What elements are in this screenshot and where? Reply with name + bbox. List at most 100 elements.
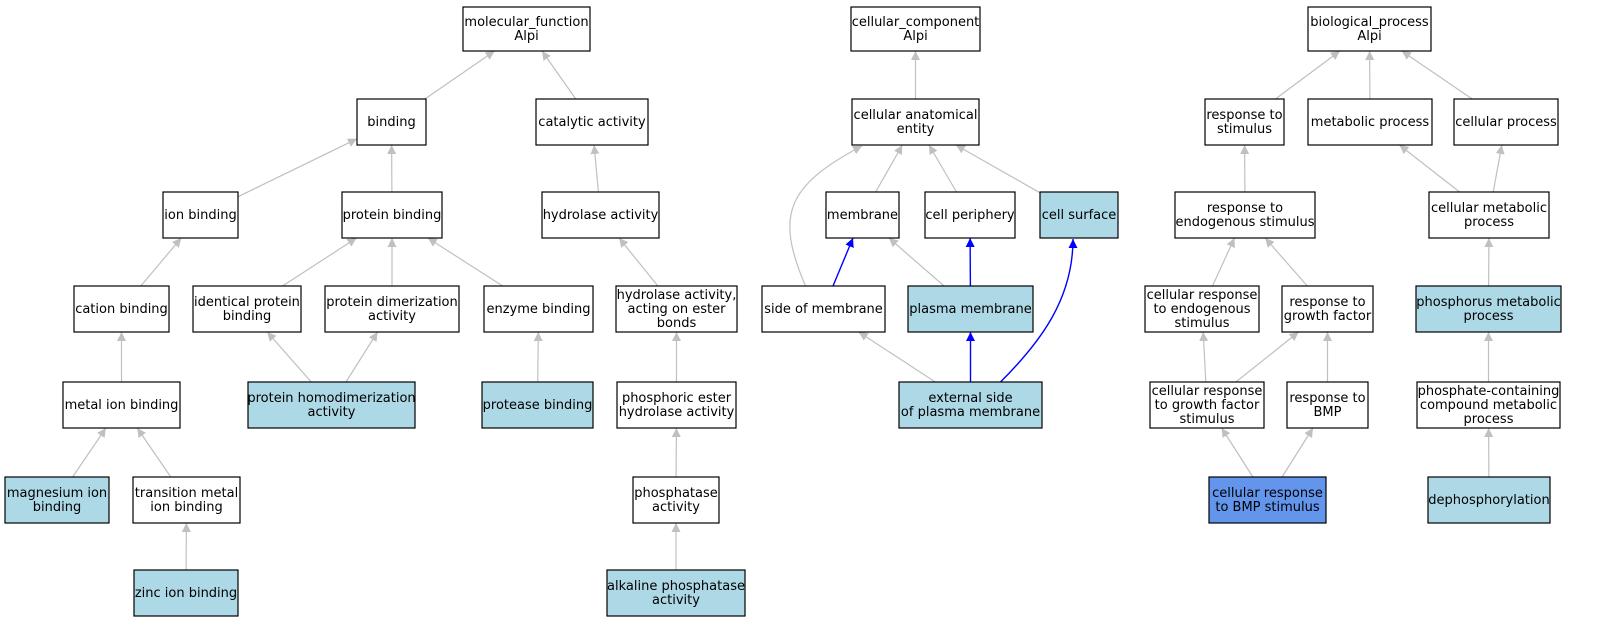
node-label-line: Alpi [903,29,927,44]
node-box [247,381,416,429]
node-protein-binding[interactable]: protein binding [341,191,443,239]
node-label-line: identical protein [194,295,300,310]
node-label-line: entity [897,122,935,137]
edge-identprot-to-protbind [282,237,357,287]
node-ion-binding[interactable]: ion binding [162,191,239,239]
node-label-line: plasma membrane [909,302,1032,317]
node-box [4,476,110,524]
edge-cellmetab-to-cellproc [1492,144,1505,193]
node-protease-binding[interactable]: protease binding [481,381,594,429]
edge-transmetal-to-metalion [136,427,172,478]
node-label-line: zinc ion binding [135,586,237,601]
node-label-line: alkaline phosphatase [607,579,745,594]
node-box [132,476,241,524]
node-cell-surface[interactable]: cell surface [1039,191,1119,239]
node-side-of-membrane[interactable]: side of membrane [761,285,886,333]
node-metal-ion-binding[interactable]: metal ion binding [62,381,181,429]
node-label-line: of plasma membrane [901,405,1040,420]
node-label-line: response to [1289,295,1365,310]
node-label-line: binding [223,309,271,324]
node-label-line: hydrolase activity [543,208,659,223]
node-label-line: cellular response [1152,384,1263,399]
edge-magnesium-to-metalion [72,427,107,478]
node-label-line: response to [1289,391,1365,406]
node-membrane[interactable]: membrane [825,191,900,239]
edge-cellrespgrowth-to-cellrespendo [1199,331,1209,383]
node-box [1453,98,1559,146]
node-cation-binding[interactable]: cation binding [73,285,170,333]
node-cellular-process[interactable]: cellular process [1453,98,1559,146]
node-enzyme-binding[interactable]: enzyme binding [483,285,594,333]
edge-cellrespbmp-to-respbmp [1281,427,1314,478]
node-box [615,285,738,333]
edges-layer [72,50,1505,571]
node-zinc-ion-binding[interactable]: zinc ion binding [133,569,239,617]
node-box [1144,285,1260,333]
edge-cellrespbmp-to-cellrespgrowth [1221,427,1254,478]
node-label-line: enzyme binding [486,302,590,317]
node-label-line: stimulus [1174,316,1229,331]
edge-respgrowth-to-respendo [1264,237,1308,287]
edge-cationbind-to-ionbind [140,237,182,287]
node-label-line: ion binding [164,208,236,223]
node-box [162,191,239,239]
node-label-line: process [1464,309,1514,324]
node-binding[interactable]: binding [356,98,427,146]
node-box [1307,6,1432,52]
node-box [535,98,649,146]
node-label-line: metabolic process [1311,115,1430,130]
node-label-line: process [1464,412,1514,427]
edge-cellsurf-to-cellanat [955,144,1041,194]
edge-homodimer-to-protdimer [345,331,379,383]
node-box [1039,191,1119,239]
node-hydrolase-activity[interactable]: hydrolase activity [541,191,660,239]
node-catalytic-activity[interactable]: catalytic activity [535,98,649,146]
node-label-line: hydrolase activity, [617,288,737,303]
node-label-line: activity [308,405,356,420]
edge-hydrolase-to-catalytic [590,144,600,193]
node-label-line: compound metabolic [1420,398,1557,413]
node-label-line: cellular anatomical [854,108,978,123]
node-box [616,381,737,429]
node-box [192,285,302,333]
node-box [1428,191,1550,239]
node-box [1416,381,1561,429]
edge-hydroester-to-hydrolase [618,237,659,287]
node-label-line: phosphatase [634,486,718,501]
node-box [462,6,591,52]
node-dephosphorylation[interactable]: dephosphorylation [1427,476,1551,524]
node-box [632,476,720,524]
node-metabolic-process[interactable]: metabolic process [1307,98,1433,146]
edge-homodimer-to-identprot [266,331,312,383]
node-cell-periphery[interactable]: cell periphery [924,191,1016,239]
node-box [341,191,443,239]
node-label-line: endogenous stimulus [1175,215,1314,230]
node-plasma-membrane[interactable]: plasma membrane [907,285,1034,333]
node-label-line: transition metal [135,486,238,501]
edge-sidemem-to-membrane [832,237,854,287]
